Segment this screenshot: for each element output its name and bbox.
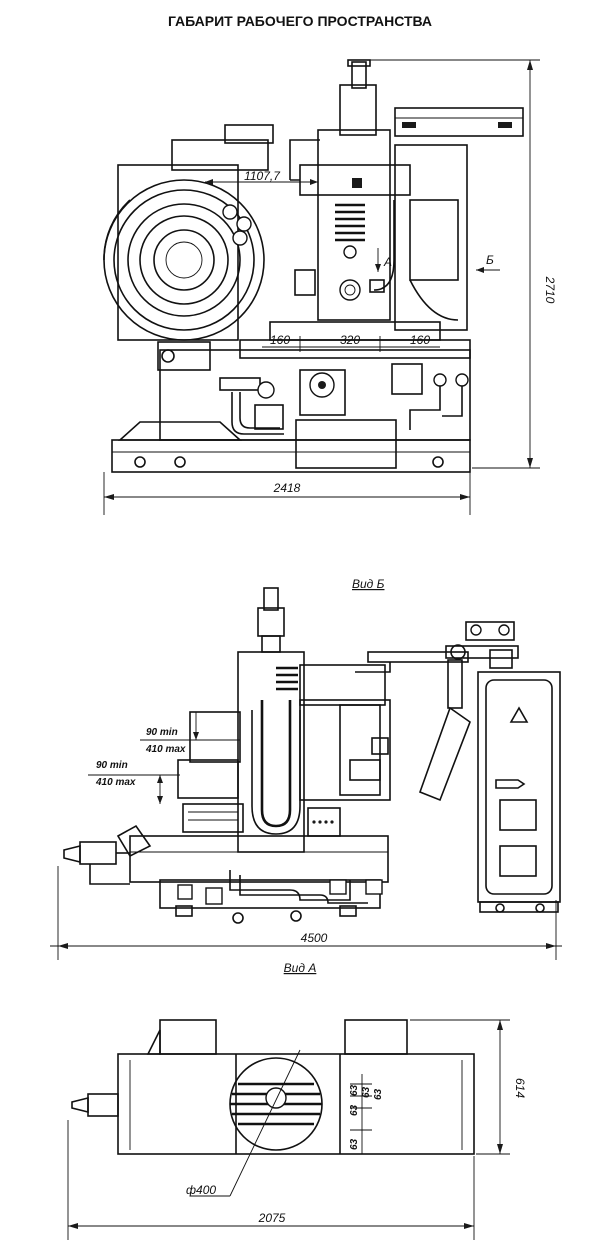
dim-lower-min: 90 min bbox=[96, 760, 128, 771]
dim-63-b: 63 bbox=[349, 1104, 360, 1116]
drawing-title: ГАБАРИТ РАБОЧЕГО ПРОСТРАНСТВА bbox=[168, 13, 432, 29]
top-view: 1107,7 160 320 160 A Б 2418 2710 bbox=[103, 59, 557, 515]
dim-63-d: 63 bbox=[373, 1088, 384, 1100]
dim-height-top: 2710 bbox=[543, 276, 557, 304]
dim-160-left: 160 bbox=[270, 333, 290, 347]
dim-height-bottom: 614 bbox=[513, 1078, 527, 1098]
bottom-view: Вид А bbox=[67, 961, 527, 1240]
dim-63-a: 63 bbox=[349, 1084, 360, 1096]
label-a: A bbox=[383, 255, 392, 269]
dim-width-top: 2418 bbox=[273, 481, 301, 495]
dim-63-c: 63 bbox=[361, 1086, 372, 1098]
dim-63-e: 63 bbox=[349, 1138, 360, 1150]
side-view: Вид Б bbox=[50, 577, 562, 960]
dim-diameter: ф400 bbox=[186, 1183, 216, 1197]
dim-lower-max: 410 max bbox=[95, 777, 136, 788]
dim-width-side: 4500 bbox=[301, 931, 328, 945]
dim-1107: 1107,7 bbox=[244, 169, 281, 183]
dim-160-right: 160 bbox=[410, 333, 430, 347]
label-b: Б bbox=[486, 253, 494, 267]
dim-upper-min: 90 min bbox=[146, 727, 178, 738]
bottom-view-label: Вид А bbox=[284, 961, 317, 975]
dim-width-bottom: 2075 bbox=[258, 1211, 286, 1225]
dim-upper-max: 410 max bbox=[145, 744, 186, 755]
side-view-label: Вид Б bbox=[352, 577, 385, 591]
dim-320: 320 bbox=[340, 333, 360, 347]
